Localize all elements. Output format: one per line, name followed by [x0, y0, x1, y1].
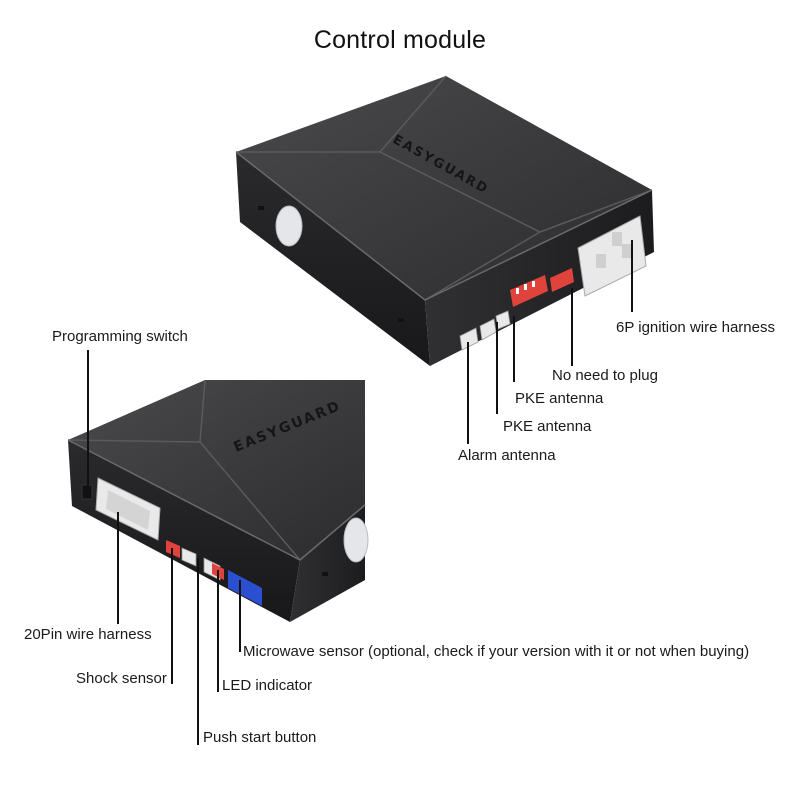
label-6p-ignition-wire-harness: 6P ignition wire harness [616, 319, 775, 336]
leader-lines [87, 240, 633, 745]
lower-module-label-sticker [343, 517, 369, 563]
diagram-title: Control module [313, 26, 487, 54]
label-alarm-antenna: Alarm antenna [458, 447, 556, 464]
upper-control-module: EASYGUARD [235, 75, 654, 366]
upper-module-left-face [236, 152, 430, 366]
lower-module-front-face [68, 440, 300, 622]
label-no-need-to-plug: No need to plug [552, 367, 658, 384]
upper-module-top-ridge [424, 231, 541, 301]
label-pke-antenna-2: PKE antenna [503, 418, 592, 435]
upper-module-red-ports [510, 268, 574, 307]
label-20pin-wire-harness: 20Pin wire harness [24, 626, 152, 643]
lower-control-module: EASYGUARD [67, 379, 369, 622]
lower-module-top-face [68, 380, 365, 560]
upper-module-top-face [236, 76, 652, 300]
twenty-pin-connector [95, 477, 161, 541]
label-led-indicator: LED indicator [222, 677, 313, 694]
label-shock-sensor: Shock sensor [76, 670, 167, 687]
six-pin-ignition-connector [577, 215, 647, 297]
label-pke-antenna-1: PKE antenna [515, 390, 604, 407]
label-programming-switch: Programming switch [52, 328, 188, 345]
label-microwave-sensor: Microwave sensor (optional, check if you… [243, 643, 750, 660]
label-push-start-button: Push start button [203, 729, 317, 746]
upper-module-label-sticker [275, 205, 303, 247]
